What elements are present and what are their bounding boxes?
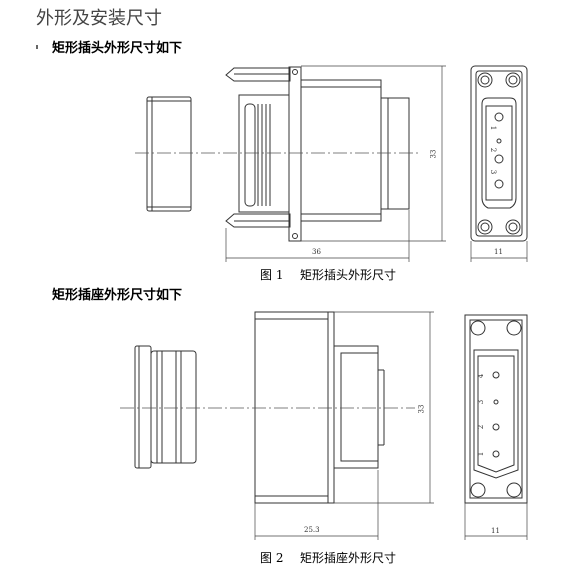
- socket-pin-label: 3: [477, 399, 486, 405]
- socket-subheading: 矩形插座外形尺寸如下: [52, 288, 183, 303]
- plug-figure-caption: 矩形插头外形尺寸: [300, 268, 397, 282]
- socket-pin-label: 4: [477, 373, 486, 379]
- plug-dim-side: 11: [494, 248, 503, 256]
- plug-subheading: 矩形插头外形尺寸如下: [52, 41, 183, 56]
- plug-figure-number: 图 1: [260, 268, 284, 282]
- plug-dim-width: 36: [312, 248, 321, 256]
- socket-dim-width: 25.3: [304, 526, 320, 534]
- socket-pin-label: 2: [477, 424, 486, 430]
- socket-figure-caption: 矩形插座外形尺寸: [300, 551, 397, 565]
- socket-pin-label: 1: [477, 451, 486, 457]
- bullet-mark: [36, 45, 38, 49]
- socket-dim-side: 11: [491, 527, 500, 535]
- socket-dim-height: 33: [417, 404, 426, 414]
- page-heading: 外形及安装尺寸: [36, 8, 162, 29]
- socket-figure-number: 图 2: [260, 551, 284, 565]
